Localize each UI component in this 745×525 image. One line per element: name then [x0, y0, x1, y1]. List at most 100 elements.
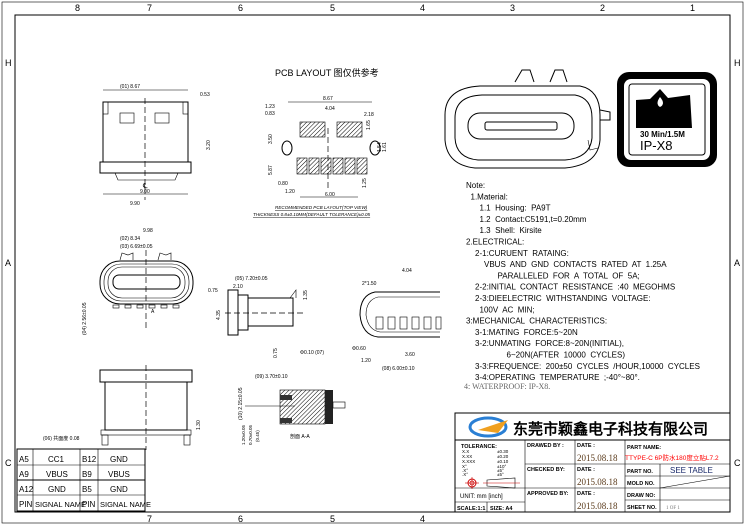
- note-line: 3-4:OPERATING TEMPERATURE ;-40°~80°.: [475, 373, 640, 382]
- dim-label: 1.35: [303, 290, 309, 300]
- date-label: DATE :: [577, 443, 595, 449]
- dim-label: 9.90: [130, 201, 140, 207]
- waterproof-ip-x8-icon: 30 Min/1.5M IP-X8: [617, 72, 717, 167]
- note-line: 1.Material:: [471, 192, 508, 201]
- drawn-by-label: DRAWED BY :: [527, 443, 564, 449]
- tolerance-key: X.XX: [462, 454, 472, 459]
- tolerance-key: X°: [462, 464, 467, 469]
- pin-cell: B12: [82, 455, 97, 464]
- col-label: 6: [238, 3, 243, 13]
- tolerance-label: TOLERANCE:: [461, 444, 497, 450]
- dim-label: 2.10: [233, 284, 243, 290]
- projection-symbol-icon: [465, 477, 520, 489]
- note-line: 3:MECHANICAL CHARACTERISTICS:: [466, 317, 607, 326]
- note-line: 3-3:FREQUENCE: 200±50 CYCLES /HOUR,10000…: [475, 362, 700, 371]
- tolerance-key: X.X: [462, 449, 469, 454]
- tolerance-value: ±0.30: [497, 449, 509, 454]
- note-line: VBUS AND GND CONTACTS RATED AT 1.25A: [484, 260, 667, 269]
- dim-label: 2*1.50: [362, 281, 377, 287]
- dim-label: 0.75: [208, 288, 218, 294]
- note-line: 100V AC MIN;: [480, 305, 535, 314]
- signal-cell: GND: [110, 485, 128, 494]
- row-label: C: [734, 458, 741, 468]
- frame-row-labels: H A C H A C: [5, 58, 741, 468]
- approved-by-label: APPROVED BY:: [527, 491, 569, 497]
- inner-frame: [14, 14, 731, 513]
- col-label: 4: [420, 3, 425, 13]
- pcb-caption: RECOMMENDED PCB LAYOUT(TOP VIEW): [275, 205, 368, 210]
- dim-label: 0.75: [273, 348, 279, 358]
- col-label: 6: [238, 514, 243, 524]
- col-label: 7: [147, 3, 152, 13]
- scale-label: SCALE:1:1: [457, 506, 485, 512]
- ip-rating: IP-X8: [640, 138, 673, 153]
- tolerance-value: ±5°: [497, 472, 504, 477]
- company-logo: [468, 416, 508, 438]
- title-block: 东莞市颖鑫电子科技有限公司 TOLERANCE: X.X ±0.30 X.XX …: [454, 412, 731, 513]
- dim-label: 1.30: [196, 420, 202, 430]
- section-label: 剖面 A-A: [290, 433, 310, 440]
- tolerance-value: ±0.10: [497, 459, 509, 464]
- dim-label: 8.67: [323, 96, 333, 102]
- pin-signal-table: A5 CC1 B12 GND A9 VBUS B9 VBUS A12 GND B…: [16, 448, 151, 512]
- dim-label: 3.20: [206, 140, 212, 150]
- dim-label: 5.87: [268, 165, 274, 175]
- dim-label: (08) 6.00±0.10: [382, 366, 415, 372]
- centerline-mark: ℄: [142, 183, 148, 190]
- signal-cell: GND: [48, 485, 66, 494]
- note-line: Note:: [466, 181, 485, 190]
- ip-rating-duration: 30 Min/1.5M: [640, 130, 685, 139]
- col-label: 5: [330, 3, 335, 13]
- connector-3d-render: [444, 69, 611, 169]
- pcb-layout-drawing: PCB LAYOUT 图仅供参考 8.67 4.04 1.23 0.83 2.1…: [253, 67, 388, 217]
- side-view-drawing: (05) 7.20±0.05 2.10 0.75 4.35 1.35 0.75 …: [208, 276, 324, 358]
- row-label: C: [5, 458, 12, 468]
- date-label: DATE :: [577, 467, 595, 473]
- dim-label: 2.18: [364, 112, 374, 118]
- frame-column-labels: 8 7 6 5 4 3 2 1 7 6 5 4: [75, 3, 695, 524]
- note-line: 1.2 Contact:C5191,t=0.20mm: [480, 215, 587, 224]
- pcb-caption: THICKNESS 0.8±0.10MM(DEFAULT TOLERANCE)±…: [253, 212, 371, 217]
- tolerance-key: .X°: [462, 468, 468, 473]
- dim-label: 1.61: [382, 142, 388, 152]
- part-name-value: TTYPE-C 6P防水180度立贴L7.2: [625, 453, 719, 462]
- bottom-view-drawing: 1.30 (06) 共面度 0.08: [43, 365, 202, 450]
- tolerance-value: ±10°: [497, 464, 506, 469]
- signal-header: SIGNAL NAME: [100, 500, 151, 509]
- row-label: H: [734, 58, 741, 68]
- dim-label: 4.04: [402, 268, 412, 274]
- dim-label: 4.35: [216, 310, 222, 320]
- dim-label: 0.83: [265, 111, 275, 117]
- dim-label: 1.20: [285, 189, 295, 195]
- part-no-label: PART NO.: [627, 469, 653, 475]
- pin-cell: A12: [19, 485, 34, 494]
- note-line: 1.3 Shell: Kirsite: [480, 226, 543, 235]
- approved-date: 2015.08.18: [577, 501, 618, 511]
- dim-label: 1.65: [366, 120, 372, 130]
- drawn-date: 2015.08.18: [577, 453, 618, 463]
- dim-label: 4.04: [325, 106, 335, 112]
- dim-label: 0.70±0.05: [248, 425, 253, 445]
- signal-cell: VBUS: [108, 470, 130, 479]
- note-line: 2.ELECTRICAL:: [466, 238, 524, 247]
- col-label: 3: [510, 3, 515, 13]
- note-line: 2-3:DIEELECTRIC WITHSTANDING VOLTAGE:: [475, 294, 651, 303]
- front-view-drawing: 9.98 (02) 8.34 (03) 6.69±0.05 A (04) 2.5…: [82, 228, 194, 335]
- company-name: 东莞市颖鑫电子科技有限公司: [513, 420, 708, 438]
- pin-header: PIN: [19, 500, 33, 509]
- col-label: 7: [147, 514, 152, 524]
- dim-label: Φ0.60: [352, 346, 366, 352]
- dim-label: (0.45): [255, 430, 260, 442]
- part-no-value: SEE TABLE: [670, 466, 713, 475]
- dim-label: (10) 2.15±0.05: [238, 387, 244, 420]
- dim-label: (02) 8.34: [120, 236, 140, 242]
- tolerance-value: ±0.20: [497, 454, 509, 459]
- dim-label: Φ0.10 (07): [300, 350, 324, 356]
- dim-label: (01) 8.67: [120, 84, 140, 90]
- unit-label: UNIT: mm [inch]: [460, 494, 503, 500]
- dim-label: 3.50: [268, 134, 274, 144]
- col-label: 8: [75, 3, 80, 13]
